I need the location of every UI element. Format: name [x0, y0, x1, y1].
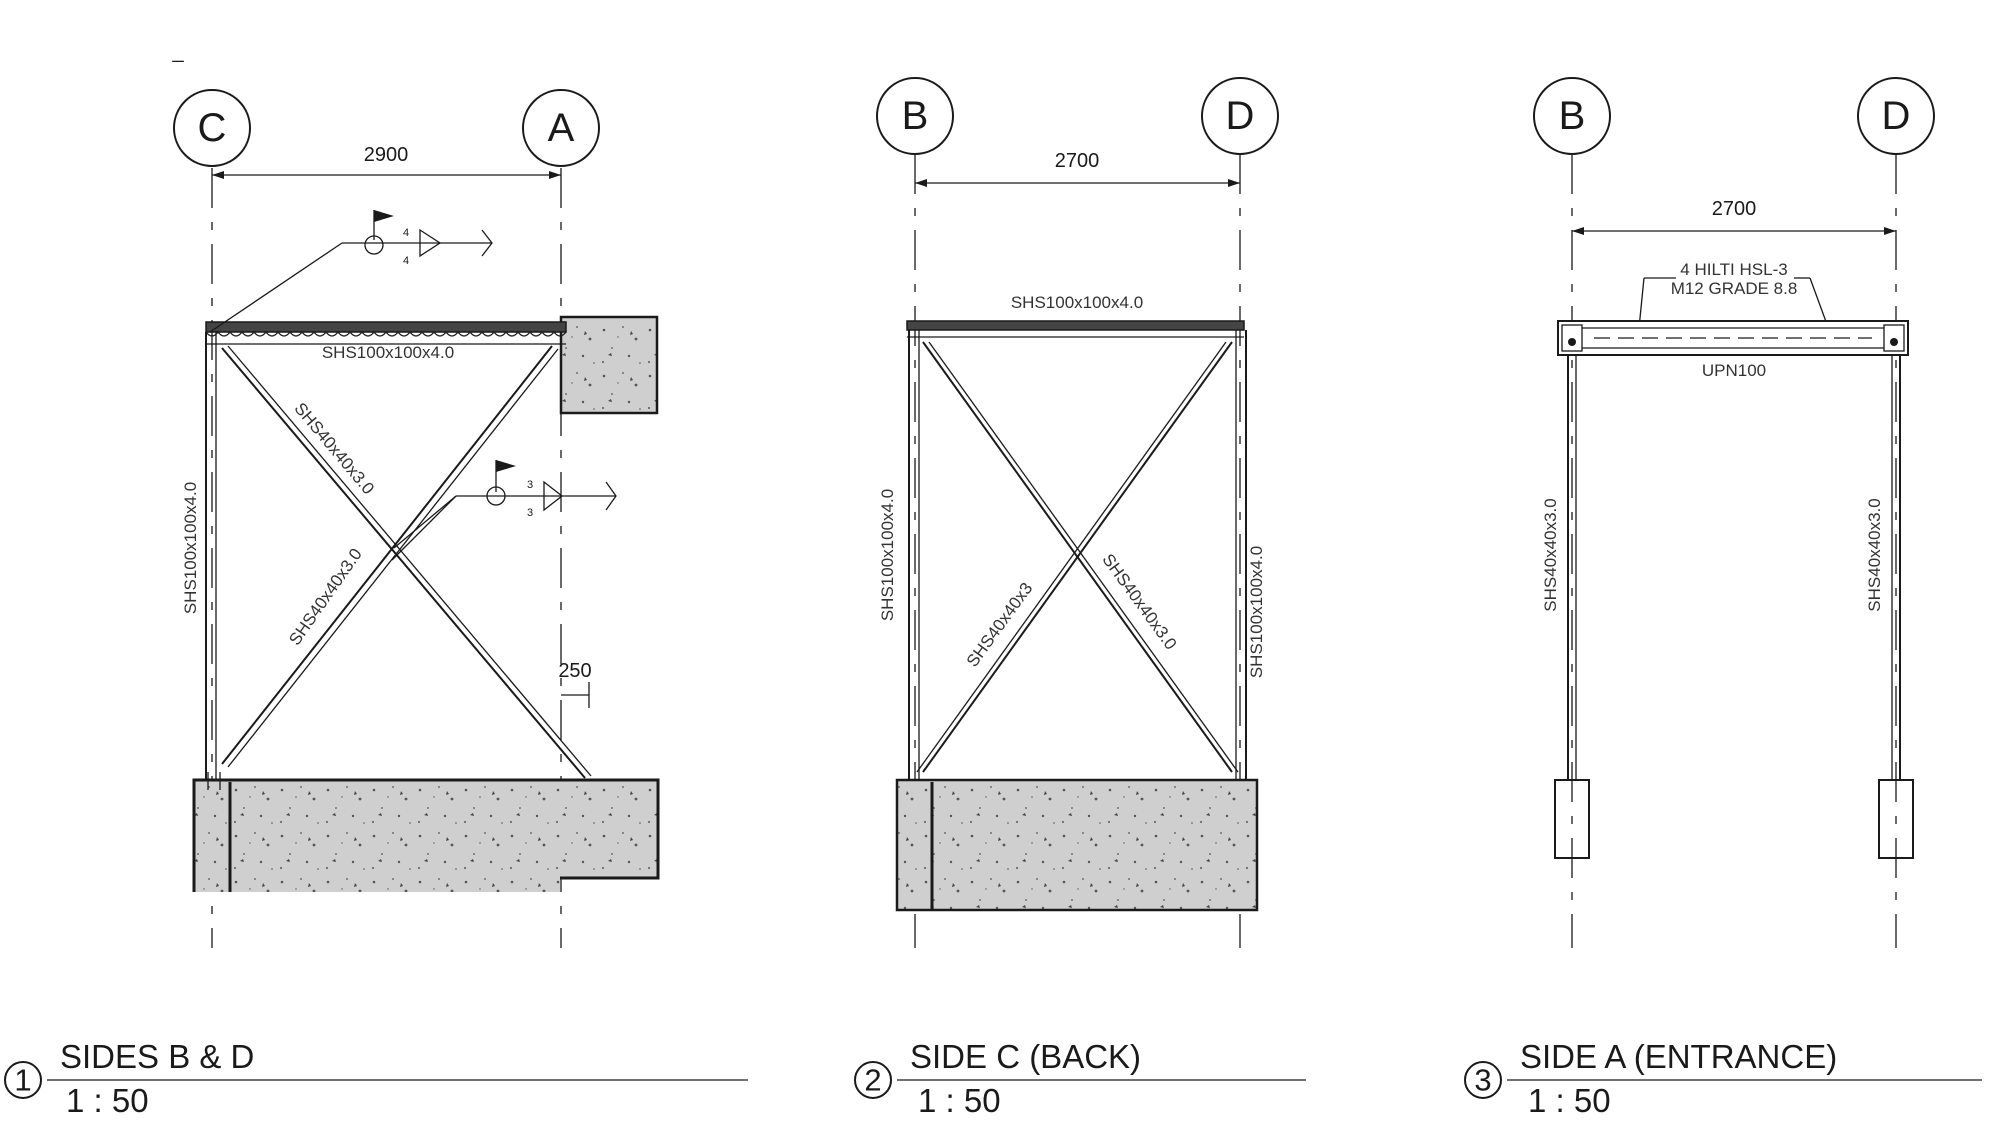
view-title-3: 3 SIDE A (ENTRANCE) 1 : 50 — [1464, 1038, 1982, 1119]
grid-label-b: B — [902, 94, 929, 138]
view-scale: 1 : 50 — [1528, 1082, 1611, 1119]
view-scale: 1 : 50 — [66, 1082, 149, 1119]
view-number-circle — [1464, 1061, 1502, 1099]
brace-down-edge — [227, 345, 592, 777]
view-number-circle — [854, 1061, 892, 1099]
post-socket-left — [1554, 779, 1590, 859]
foundation-pad — [194, 780, 658, 892]
weld-top-size-lower: 4 — [403, 255, 409, 267]
top-beam-label: SHS100x100x4.0 — [1011, 293, 1143, 312]
end-plate-left — [1561, 324, 1583, 352]
grid-bubble-d — [1201, 77, 1279, 155]
grid-bubble-c — [173, 89, 251, 167]
weld-top-size-upper: 4 — [403, 227, 409, 239]
grid-bubble-b — [876, 77, 954, 155]
view-number: 1 — [14, 1063, 31, 1098]
brace-up-edge — [227, 348, 559, 768]
dimension-2700: 2700 — [1712, 198, 1757, 220]
column-label: SHS100x100x4.0 — [181, 482, 200, 614]
view-title: SIDE A (ENTRANCE) — [1520, 1038, 1837, 1075]
anchor-note-line2: M12 GRADE 8.8 — [1671, 279, 1798, 298]
bolt-right — [1890, 338, 1898, 346]
view-title: SIDES B & D — [60, 1038, 254, 1075]
view-number: 3 — [1474, 1063, 1491, 1098]
end-plate-right — [1883, 324, 1905, 352]
post-socket-right — [1878, 779, 1914, 859]
top-beam — [906, 320, 1245, 331]
view-title: SIDE C (BACK) — [910, 1038, 1141, 1075]
brace-up — [221, 345, 553, 765]
dimension-2900: 2900 — [364, 144, 409, 166]
offset-dimension-250: 250 — [558, 660, 591, 682]
top-beam-weld-profile — [205, 330, 567, 337]
grid-label-d: D — [1882, 94, 1911, 138]
weld-mid-size-lower: 3 — [527, 507, 533, 519]
corner-mark: _ — [171, 41, 184, 63]
grid-label-a: A — [548, 106, 575, 150]
grid-bubble-a — [522, 89, 600, 167]
brace-down-edge — [928, 341, 1239, 773]
view-title-1: 1 SIDES B & D 1 : 50 — [4, 1038, 748, 1119]
foundation-pad — [895, 778, 1259, 912]
brace-up-edge — [916, 341, 1227, 773]
column-left-label: SHS40x40x3.0 — [1541, 498, 1560, 611]
grid-label-b: B — [1559, 94, 1586, 138]
weld-mid-size-upper: 3 — [527, 479, 533, 491]
bolt-left — [1568, 338, 1576, 346]
column-right-label: SHS100x100x4.0 — [1247, 546, 1266, 678]
view-number: 2 — [864, 1063, 881, 1098]
brace-up — [922, 341, 1233, 773]
top-beam — [205, 321, 567, 333]
weld-symbol-top: 4 4 — [209, 210, 493, 333]
beam-label: UPN100 — [1702, 361, 1766, 380]
view-number-circle — [4, 1061, 42, 1099]
grid-bubble-b — [1533, 77, 1611, 155]
column-left-label: SHS100x100x4.0 — [878, 489, 897, 621]
grid-label-d: D — [1226, 94, 1255, 138]
view-2-side-c-back: B D 2700 SHS100x100x4.0 SHS100x100x4.0 S… — [876, 77, 1279, 948]
brace-down — [221, 347, 586, 779]
weld-symbol-mid: 3 3 — [391, 460, 617, 561]
foundation-outline — [192, 778, 660, 892]
view-3-side-a-entrance: B D 2700 4 HILTI HSL-3 M12 GRADE 8.8 UPN… — [1533, 77, 1935, 948]
column-right-label: SHS40x40x3.0 — [1865, 498, 1884, 611]
top-beam-label: SHS100x100x4.0 — [322, 343, 454, 362]
dimension-2700: 2700 — [1055, 150, 1100, 172]
upn-beam — [1557, 320, 1909, 356]
anchor-note-line1: 4 HILTI HSL-3 — [1680, 260, 1787, 279]
view-1-sides-b-d: C A 2900 SHS100x100x4.0 SHS100x100x4.0 S… — [173, 89, 660, 948]
grid-bubble-d — [1857, 77, 1935, 155]
brace-label-upper: SHS40x40x3.0 — [290, 399, 377, 498]
view-scale: 1 : 50 — [918, 1082, 1001, 1119]
existing-wall-block — [559, 315, 659, 415]
view-title-2: 2 SIDE C (BACK) 1 : 50 — [854, 1038, 1306, 1119]
grid-label-c: C — [198, 106, 227, 150]
